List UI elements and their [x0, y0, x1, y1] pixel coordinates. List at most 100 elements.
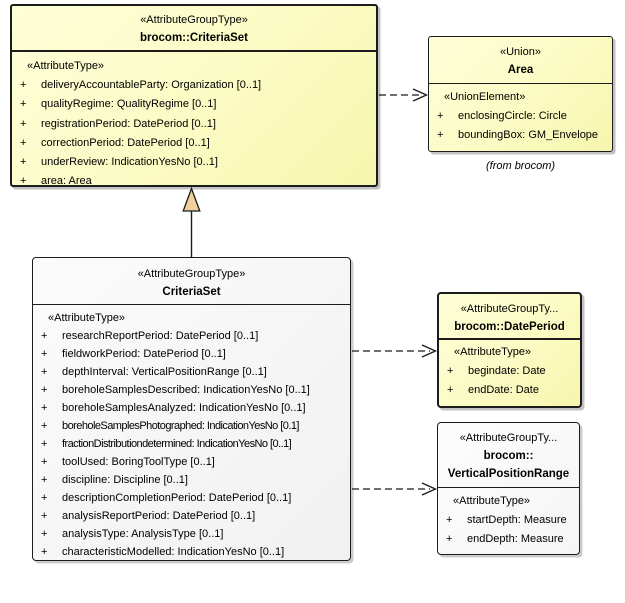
class-attributes: «UnionElement» +enclosingCircle: Circle …	[429, 84, 612, 145]
class-box-criteriaset[interactable]: «AttributeGroupType» CriteriaSet «Attrib…	[32, 257, 351, 561]
class-attributes: «AttributeType» +begindate: Date + endDat…	[439, 340, 580, 400]
visibility-marker: +	[41, 510, 48, 522]
attribute-text: researchReportPeriod: DatePeriod [0..1]	[62, 330, 259, 342]
attribute-text: underReview: IndicationYesNo [0..1]	[41, 155, 218, 168]
attribute-row: + analysisType: AnalysisType [0..1]	[33, 525, 350, 543]
attribute-row: + startDepth: Measure	[438, 511, 579, 530]
generalization-connector[interactable]	[182, 186, 201, 258]
visibility-marker: +	[447, 384, 454, 396]
attribute-row: + endDepth: Measure	[438, 530, 579, 549]
dependency-connector-area[interactable]	[379, 88, 429, 102]
attribute-text: descriptionCompletionPeriod: DatePeriod …	[62, 492, 292, 504]
dependency-connector-dateperiod[interactable]	[352, 344, 438, 358]
attribute-text: registrationPeriod: DatePeriod [0..1]	[41, 117, 216, 130]
class-header: «AttributeGroupTy... brocom::DatePeriod	[439, 294, 580, 340]
attribute-row: + boreholeSamplesPhotographed: Indication…	[33, 417, 350, 435]
attribute-text: fractionDistributiondetermined: Indicati…	[62, 438, 292, 450]
attribute-row: + analysisReportPeriod: DatePeriod [0..1]	[33, 507, 350, 525]
from-package-note: (from brocom)	[485, 160, 556, 172]
attribute-text: depthInterval: VerticalPositionRange [0.…	[62, 366, 267, 378]
visibility-marker: +	[20, 98, 27, 111]
attribute-row: + depthInterval: VerticalPositionRange [0…	[33, 363, 350, 381]
visibility-marker: +	[446, 514, 453, 526]
visibility-marker: +	[41, 438, 48, 450]
visibility-marker: +	[41, 384, 48, 396]
class-header: «Union» Area	[429, 37, 612, 84]
attribute-text: discipline: Discipline [0..1]	[62, 474, 188, 486]
section-stereotype: «AttributeType»	[454, 346, 532, 358]
attribute-row: + boreholeSamplesDescribed: IndicationYes…	[33, 381, 350, 399]
class-stereotype: «AttributeGroupTy...	[459, 432, 558, 444]
attribute-row: +deliveryAccountableParty: Organization …	[12, 76, 376, 95]
attribute-text: area: Area	[41, 175, 92, 188]
attribute-text: correctionPeriod: DatePeriod [0..1]	[41, 136, 210, 149]
class-stereotype: «AttributeGroupType»	[137, 268, 246, 280]
attribute-text: endDepth: Measure	[467, 533, 564, 545]
attribute-text: boundingBox: GM_Envelope	[458, 129, 599, 141]
visibility-marker: +	[20, 155, 27, 168]
class-box-area[interactable]: «Union» Area «UnionElement» + enclosingCi…	[428, 36, 613, 152]
attribute-row: + underReview: IndicationYesNo [0..1]	[12, 153, 376, 172]
attribute-row: + enclosingCircle: Circle	[429, 107, 612, 126]
attribute-text: enclosingCircle: Circle	[458, 110, 567, 122]
class-header: «AttributeGroupType» brocom::CriteriaSet	[12, 6, 376, 52]
attribute-text: boreholeSamplesAnalyzed: IndicationYesNo…	[62, 402, 306, 414]
visibility-marker: +	[446, 533, 453, 545]
class-box-brocom-dateperiod[interactable]: «AttributeGroupTy... brocom::DatePeriod …	[437, 292, 582, 408]
dependency-connector-verticalpositionrange[interactable]	[352, 482, 438, 496]
visibility-marker: +	[41, 492, 48, 504]
attribute-text: endDate: Date	[468, 384, 539, 396]
attribute-row: + discipline: Discipline [0..1]	[33, 471, 350, 489]
visibility-marker: +	[41, 330, 48, 342]
class-name-line1: brocom::	[483, 450, 534, 462]
class-name: brocom::CriteriaSet	[140, 32, 248, 44]
attribute-row: +begindate: Date	[439, 362, 580, 381]
visibility-marker: +	[437, 110, 444, 122]
class-stereotype: «AttributeGroupType»	[140, 14, 248, 26]
attribute-row: +area: Area	[12, 172, 376, 191]
attribute-row: +boundingBox: GM_Envelope	[429, 126, 612, 145]
class-name: CriteriaSet	[162, 286, 221, 298]
visibility-marker: +	[41, 366, 48, 378]
attribute-text: boreholeSamplesDescribed: IndicationYesN…	[62, 384, 310, 396]
attribute-row: +qualityRegime: QualityRegime [0..1]	[12, 95, 376, 114]
visibility-marker: +	[20, 79, 27, 92]
attribute-row: + registrationPeriod: DatePeriod [0..1]	[12, 115, 376, 134]
section-stereotype: «AttributeType»	[48, 312, 126, 324]
class-name: Area	[507, 64, 534, 76]
attribute-row: + boreholeSamplesAnalyzed: IndicationYesN…	[33, 399, 350, 417]
attribute-row: + characteristicModelled: IndicationYesNo…	[33, 543, 350, 561]
attribute-text: analysisType: AnalysisType [0..1]	[62, 528, 224, 540]
attribute-text: characteristicModelled: IndicationYesNo …	[62, 546, 285, 558]
attribute-text: fieldworkPeriod: DatePeriod [0..1]	[62, 348, 226, 360]
section-stereotype: «AttributeType»	[453, 495, 531, 507]
visibility-marker: +	[41, 456, 48, 468]
attribute-row: +correctionPeriod: DatePeriod [0..1]	[12, 134, 376, 153]
visibility-marker: +	[20, 117, 27, 130]
visibility-marker: +	[41, 528, 48, 540]
attribute-text: startDepth: Measure	[467, 514, 567, 526]
attribute-row: + endDate: Date	[439, 381, 580, 400]
visibility-marker: +	[41, 402, 48, 414]
section-stereotype: «UnionElement»	[444, 91, 526, 103]
visibility-marker: +	[41, 420, 48, 432]
visibility-marker: +	[41, 474, 48, 486]
class-box-brocom-criteriaset[interactable]: «AttributeGroupType» brocom::CriteriaSet…	[10, 4, 378, 187]
attribute-text: analysisReportPeriod: DatePeriod [0..1]	[62, 510, 256, 522]
attribute-row: + fractionDistributiondetermined: Indicat…	[33, 435, 350, 453]
visibility-marker: +	[41, 348, 48, 360]
class-attributes: «AttributeType» +deliveryAccountablePart…	[12, 52, 376, 191]
attribute-row: + descriptionCompletionPeriod: DatePeriod…	[33, 489, 350, 507]
class-attributes: «AttributeType» + startDepth: Measure + en…	[438, 488, 579, 549]
attribute-row: + toolUsed: BoringToolType [0..1]	[33, 453, 350, 471]
class-stereotype: «Union»	[500, 46, 541, 58]
class-box-brocom-verticalpositionrange[interactable]: «AttributeGroupTy... brocom:: VerticalPo…	[437, 422, 580, 555]
attribute-text: toolUsed: BoringToolType [0..1]	[62, 456, 215, 468]
attribute-row: + fieldworkPeriod: DatePeriod [0..1]	[33, 345, 350, 363]
attribute-row: + researchReportPeriod: DatePeriod [0..1]	[33, 327, 350, 345]
visibility-marker: +	[41, 546, 48, 558]
attribute-text: boreholeSamplesPhotographed: IndicationY…	[62, 420, 299, 432]
visibility-marker: +	[447, 365, 454, 377]
